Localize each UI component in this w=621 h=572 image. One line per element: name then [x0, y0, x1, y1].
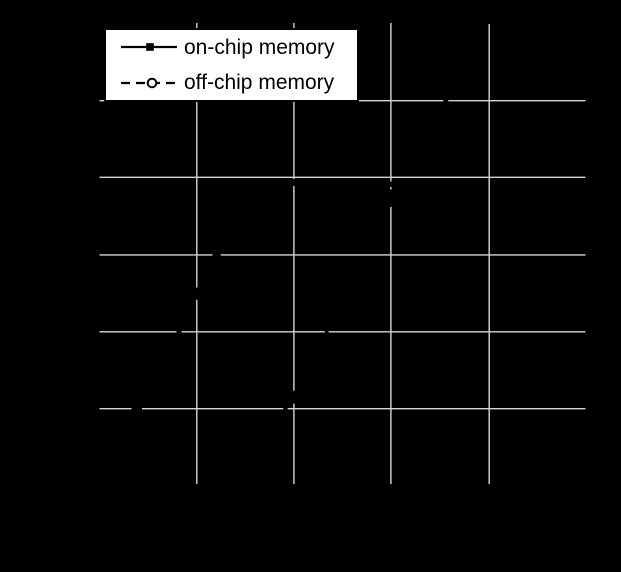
filled-square-marker-icon	[447, 178, 455, 187]
open-circle-marker-icon	[385, 190, 397, 202]
open-circle-marker-icon	[288, 391, 300, 403]
filled-square-marker-icon	[290, 178, 298, 187]
dashed-data-line	[251, 85, 452, 485]
filled-square-marker-icon	[146, 43, 154, 51]
on-chip-line-sample	[121, 43, 177, 51]
data-series-layer	[133, 80, 457, 490]
off-chip-line-sample	[121, 77, 177, 89]
legend: on-chip memory off-chip memory	[104, 28, 359, 102]
series-off-chip-memory	[246, 80, 457, 490]
open-circle-marker-icon	[246, 478, 258, 490]
legend-item-off-chip-label: off-chip memory	[184, 71, 335, 94]
open-circle-marker-icon	[445, 80, 457, 92]
open-circle-marker-icon	[146, 77, 158, 89]
series-on-chip-memory	[133, 178, 455, 413]
filled-square-marker-icon	[211, 251, 220, 259]
filled-square-marker-icon	[133, 405, 141, 413]
filled-square-marker-icon	[368, 178, 377, 187]
legend-item-on-chip-label: on-chip memory	[184, 36, 335, 59]
